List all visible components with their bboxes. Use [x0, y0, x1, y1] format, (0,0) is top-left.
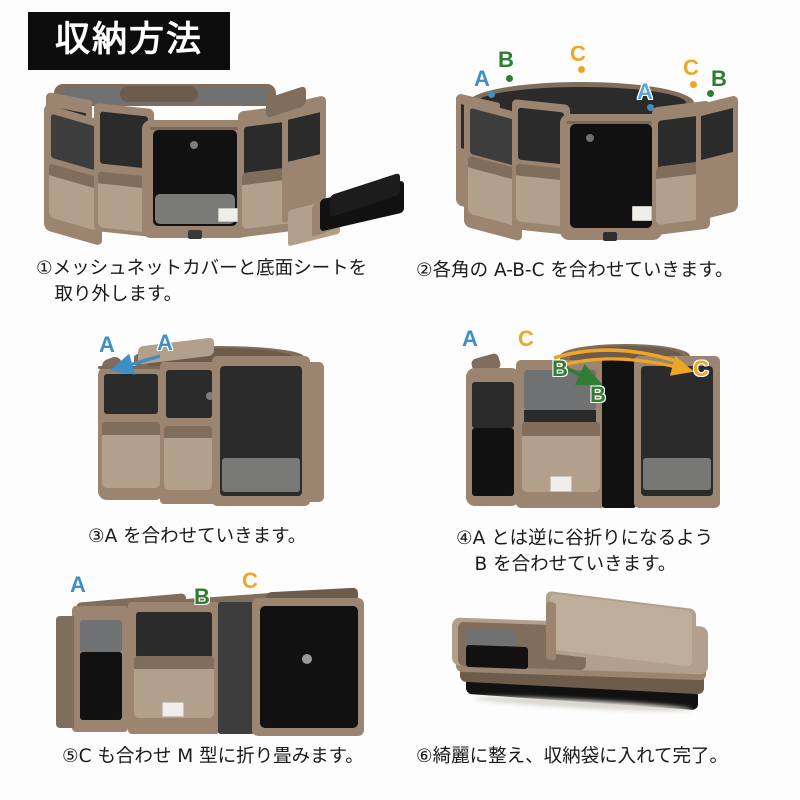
marker-label-b: B [498, 47, 514, 72]
marker-label-c: C [242, 572, 258, 593]
step-3-illustration: A A [20, 330, 420, 516]
step-6-caption: ⑥綺麗に整え、収納袋に入れて完了。 [416, 746, 729, 767]
marker-dot-a [647, 104, 654, 111]
step-5: A B C ⑤C も合わせ M 型に折り畳みます。 [20, 572, 420, 770]
step-5-illustration: A B C [20, 572, 420, 736]
step-4: A C B B C ④A とは逆に谷折りになるよう B を合わせていきます。 [400, 326, 800, 579]
step-3: A A ③A を合わせていきます。 [20, 330, 420, 550]
marker-label-a: A [99, 332, 115, 357]
marker-dot-b [707, 90, 714, 97]
title-banner: 収納方法 [28, 12, 230, 70]
marker-label-c: C [570, 46, 586, 66]
page-title: 収納方法 [54, 19, 203, 60]
step-5-caption: ⑤C も合わせ M 型に折り畳みます。 [62, 746, 364, 767]
marker-dot-c [690, 81, 697, 88]
step-2: A B C A C B ②各角の A-B-C を合わせていきます。 [400, 46, 800, 284]
step-4-illustration: A C B B C [400, 326, 800, 516]
marker-label-c: C [518, 326, 534, 351]
step-1-illustration [20, 78, 420, 250]
marker-dot-b [506, 75, 513, 82]
marker-label-c: C [683, 55, 699, 80]
step-6-illustration [400, 572, 800, 736]
marker-dot-a [488, 91, 495, 98]
step-1: ①メッシュネットカバーと底面シートを 取り外します。 [20, 78, 420, 309]
step-1-caption: ①メッシュネットカバーと底面シートを 取り外します。 [36, 258, 368, 306]
marker-label-b: B [711, 66, 727, 91]
step-2-illustration: A B C A C B [400, 46, 800, 252]
marker-label-a: A [462, 326, 478, 351]
step-6: ⑥綺麗に整え、収納袋に入れて完了。 [400, 572, 800, 770]
step-2-caption: ②各角の A-B-C を合わせていきます。 [416, 260, 734, 281]
marker-label-a: A [70, 572, 86, 597]
marker-label-a: A [474, 66, 490, 91]
marker-dot-c [578, 66, 585, 73]
step-3-caption: ③A を合わせていきます。 [88, 526, 307, 547]
step-4-caption: ④A とは逆に谷折りになるよう B を合わせていきます。 [456, 528, 714, 576]
